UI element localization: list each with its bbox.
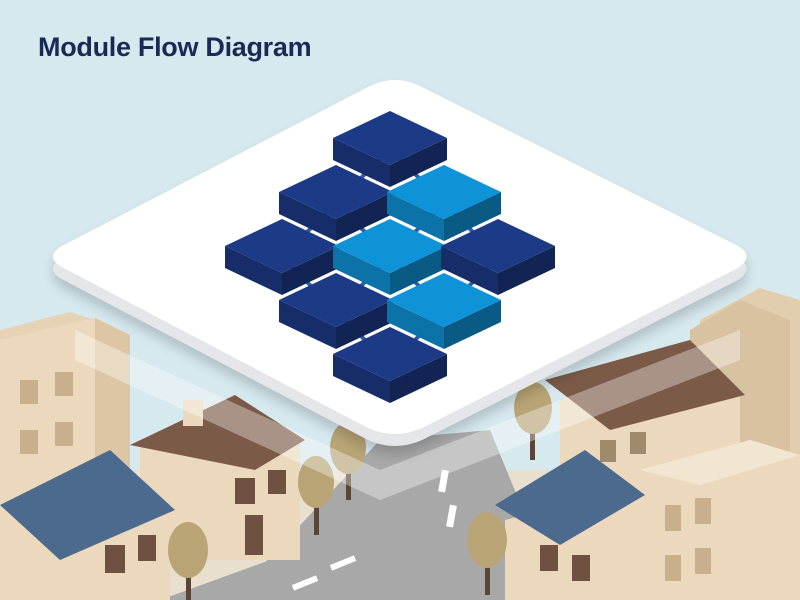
module-face-left (441, 246, 498, 295)
window (20, 380, 38, 404)
tree (467, 512, 507, 595)
windows-blue-house-right (540, 545, 590, 581)
window (665, 555, 681, 581)
windows-right-brown (600, 432, 646, 462)
city-illustration (0, 288, 800, 600)
tree-trunk (530, 410, 535, 460)
window (695, 548, 711, 574)
module-face-right (444, 300, 501, 349)
tree (168, 522, 208, 600)
module-face-left (387, 300, 444, 349)
window (572, 555, 590, 581)
module-face-left (279, 192, 336, 241)
module-face-left (279, 300, 336, 349)
module-face-right (390, 354, 447, 403)
module-face-top (387, 273, 501, 327)
module-face-right (390, 246, 447, 295)
module-node (333, 327, 447, 403)
module-face-right (282, 246, 339, 295)
module-node (387, 273, 501, 349)
windows-right-tall (665, 498, 711, 581)
window (540, 545, 558, 571)
module-nodes (225, 111, 555, 403)
module-face-top (387, 165, 501, 219)
module-face-left (333, 246, 390, 295)
module-face-top (333, 327, 447, 381)
module-face-right (444, 192, 501, 241)
tree-crown (514, 382, 552, 434)
window (105, 545, 125, 573)
road-mark (329, 555, 357, 571)
tree-crown (298, 456, 334, 508)
module-node (279, 273, 393, 349)
road-mark (438, 469, 449, 493)
module-face-top (225, 219, 339, 273)
windows-left (20, 372, 73, 454)
module-face-left (387, 192, 444, 241)
windows-brown-house (235, 470, 286, 555)
tree-crown (168, 522, 208, 578)
road-mark (446, 504, 457, 528)
window (630, 432, 646, 454)
module-face-left (225, 246, 282, 295)
module-face-top (279, 165, 393, 219)
building-right-brown-roof (545, 340, 745, 430)
window (600, 440, 616, 462)
module-face-top (279, 273, 393, 327)
module-node (387, 165, 501, 241)
windows-blue-house-left (105, 535, 156, 573)
road-markings (291, 469, 457, 591)
module-face-right (390, 138, 447, 187)
module-node (333, 219, 447, 295)
module-face-top (333, 111, 447, 165)
tree (298, 456, 334, 535)
house-brown-roof (130, 395, 305, 470)
house-blue-right-roof (495, 450, 645, 545)
window (268, 470, 286, 494)
page-title: Module Flow Diagram (38, 32, 312, 62)
module-face-left (333, 354, 390, 403)
platform-glow (75, 330, 740, 500)
tree (514, 382, 552, 460)
module-node (225, 219, 339, 295)
window (55, 422, 73, 446)
window (55, 372, 73, 396)
module-face-top (333, 219, 447, 273)
module-face-left (333, 138, 390, 187)
road-cross (160, 520, 470, 600)
window (665, 505, 681, 531)
tree-trunk (314, 485, 319, 535)
road-mark (291, 575, 319, 591)
module-node (279, 165, 393, 241)
module-face-right (498, 246, 555, 295)
module-node (333, 111, 447, 187)
tree-crown (467, 512, 507, 568)
module-face-right (336, 192, 393, 241)
tree (330, 422, 366, 500)
window (695, 498, 711, 524)
module-node (441, 219, 555, 295)
building-right-tall-top (640, 440, 800, 485)
chimney (183, 400, 203, 426)
door (245, 515, 263, 555)
tree-trunk (346, 450, 351, 500)
window (138, 535, 156, 561)
tree-crown (330, 422, 366, 474)
window (20, 430, 38, 454)
module-face-top (441, 219, 555, 273)
window (235, 478, 255, 504)
house-blue-left-roof (0, 450, 175, 560)
module-face-right (336, 300, 393, 349)
